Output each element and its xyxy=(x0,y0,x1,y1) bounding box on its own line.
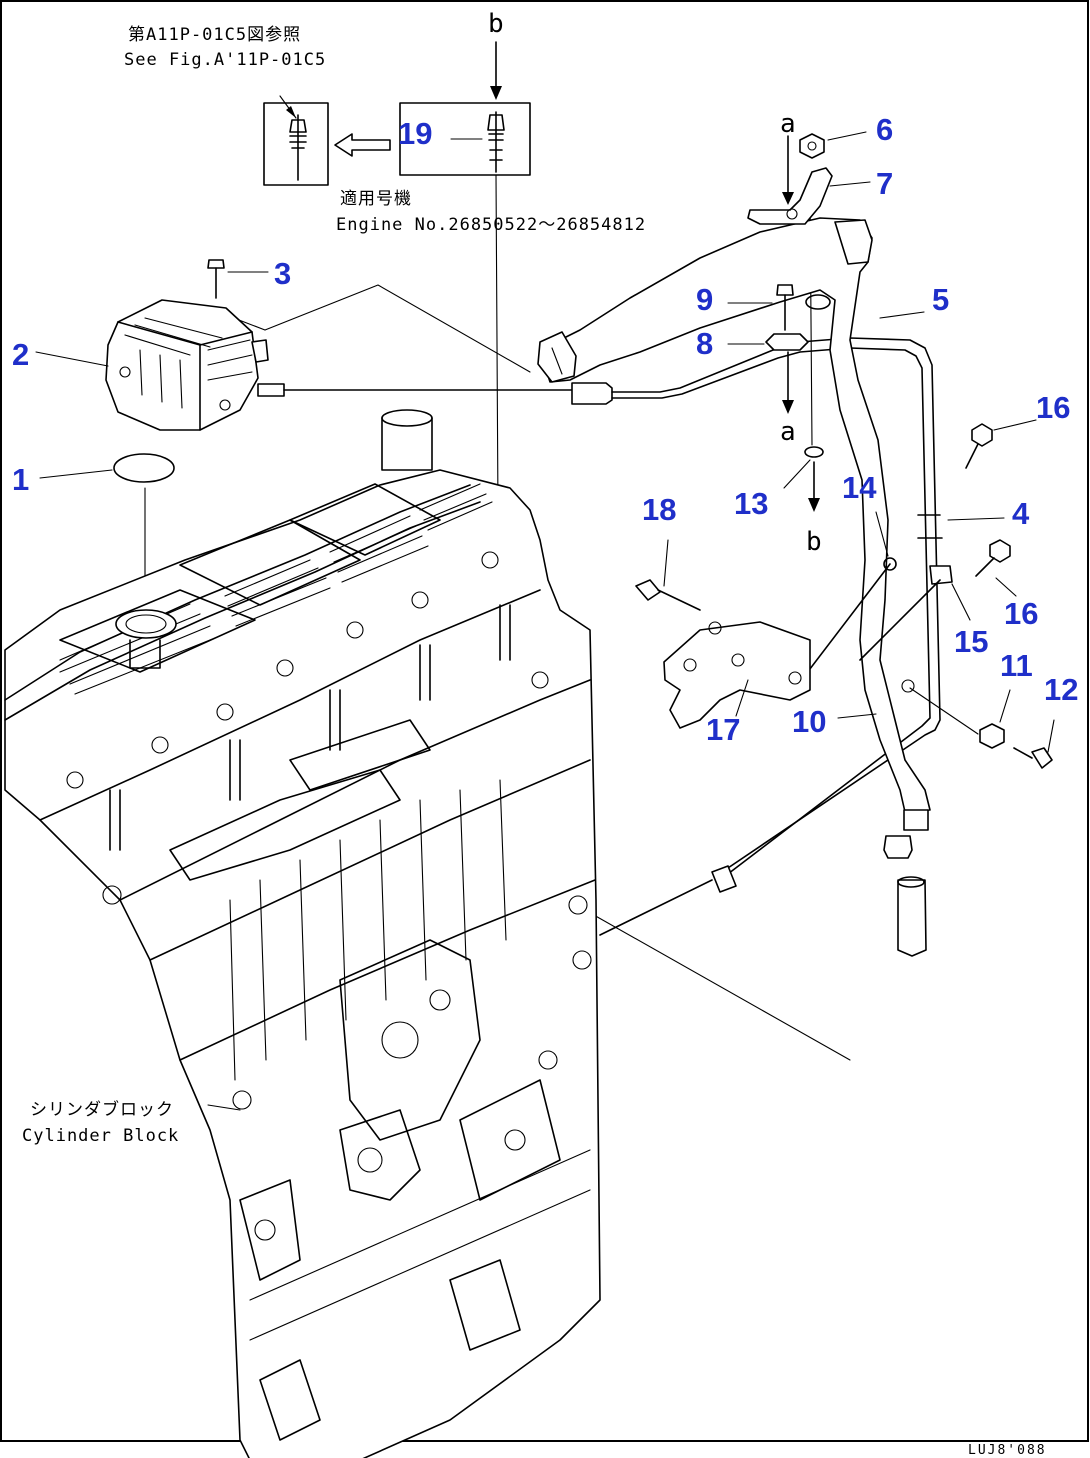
part-3-bolt xyxy=(207,259,269,299)
clamp-parts xyxy=(635,311,1055,769)
callout-9: 9 xyxy=(696,282,713,317)
callout-3: 3 xyxy=(274,256,291,291)
cylinder-bolts xyxy=(66,551,549,789)
callout-14: 14 xyxy=(842,470,877,505)
callout-15: 15 xyxy=(954,624,988,659)
drawing-code: LUJ8'088 xyxy=(968,1443,1047,1458)
letter-b-bottom: b xyxy=(806,527,822,557)
reference-detail xyxy=(263,41,531,186)
bracket-parts xyxy=(727,131,871,512)
part-1-gasket xyxy=(39,453,175,483)
callout-1: 1 xyxy=(12,462,29,497)
fig-ref-jp: 第A11P-01C5図参照 xyxy=(128,25,301,45)
callout-13: 13 xyxy=(734,486,768,521)
hose-assembly xyxy=(537,217,943,957)
callout-4: 4 xyxy=(1012,496,1030,531)
stud-bolt-left xyxy=(279,95,307,181)
detail-box-left xyxy=(263,102,329,186)
letter-a-top: a xyxy=(780,109,796,139)
callout-10: 10 xyxy=(792,704,826,739)
callout-8: 8 xyxy=(696,326,713,361)
hollow-arrow-icon xyxy=(334,133,391,157)
fig-ref-en: See Fig.A'11P-01C5 xyxy=(124,50,326,70)
callout-16-top: 16 xyxy=(1036,390,1070,425)
callout-6: 6 xyxy=(876,112,893,147)
engine-no: Engine No.26850522～26854812 xyxy=(336,215,646,235)
part-2-breather xyxy=(35,299,573,431)
callout-16-bottom: 16 xyxy=(1004,596,1038,631)
letter-b-top: b xyxy=(488,9,504,39)
detail-box-right xyxy=(399,102,531,176)
cylinder-block-en: Cylinder Block xyxy=(22,1126,179,1146)
callouts: 1 2 3 4 5 6 7 8 9 10 11 12 13 14 15 16 1… xyxy=(12,112,1078,747)
callout-18: 18 xyxy=(642,492,676,527)
cylinder-block-jp: シリンダブロック xyxy=(30,1099,174,1120)
callout-11: 11 xyxy=(1000,648,1033,683)
callout-5: 5 xyxy=(932,282,949,317)
applicable-jp: 適用号機 xyxy=(340,189,412,209)
callout-2: 2 xyxy=(12,337,29,372)
callout-12: 12 xyxy=(1044,672,1078,707)
callout-19: 19 xyxy=(398,116,432,151)
callout-7: 7 xyxy=(876,166,893,201)
callout-17: 17 xyxy=(706,712,740,747)
cylinder-block xyxy=(4,409,601,1458)
letter-a-bottom: a xyxy=(780,417,796,447)
notes: 第A11P-01C5図参照 See Fig.A'11P-01C5 適用号機 En… xyxy=(22,25,646,1146)
stud-bolt-19 xyxy=(450,111,505,173)
view-letters: b a a b xyxy=(488,9,822,557)
